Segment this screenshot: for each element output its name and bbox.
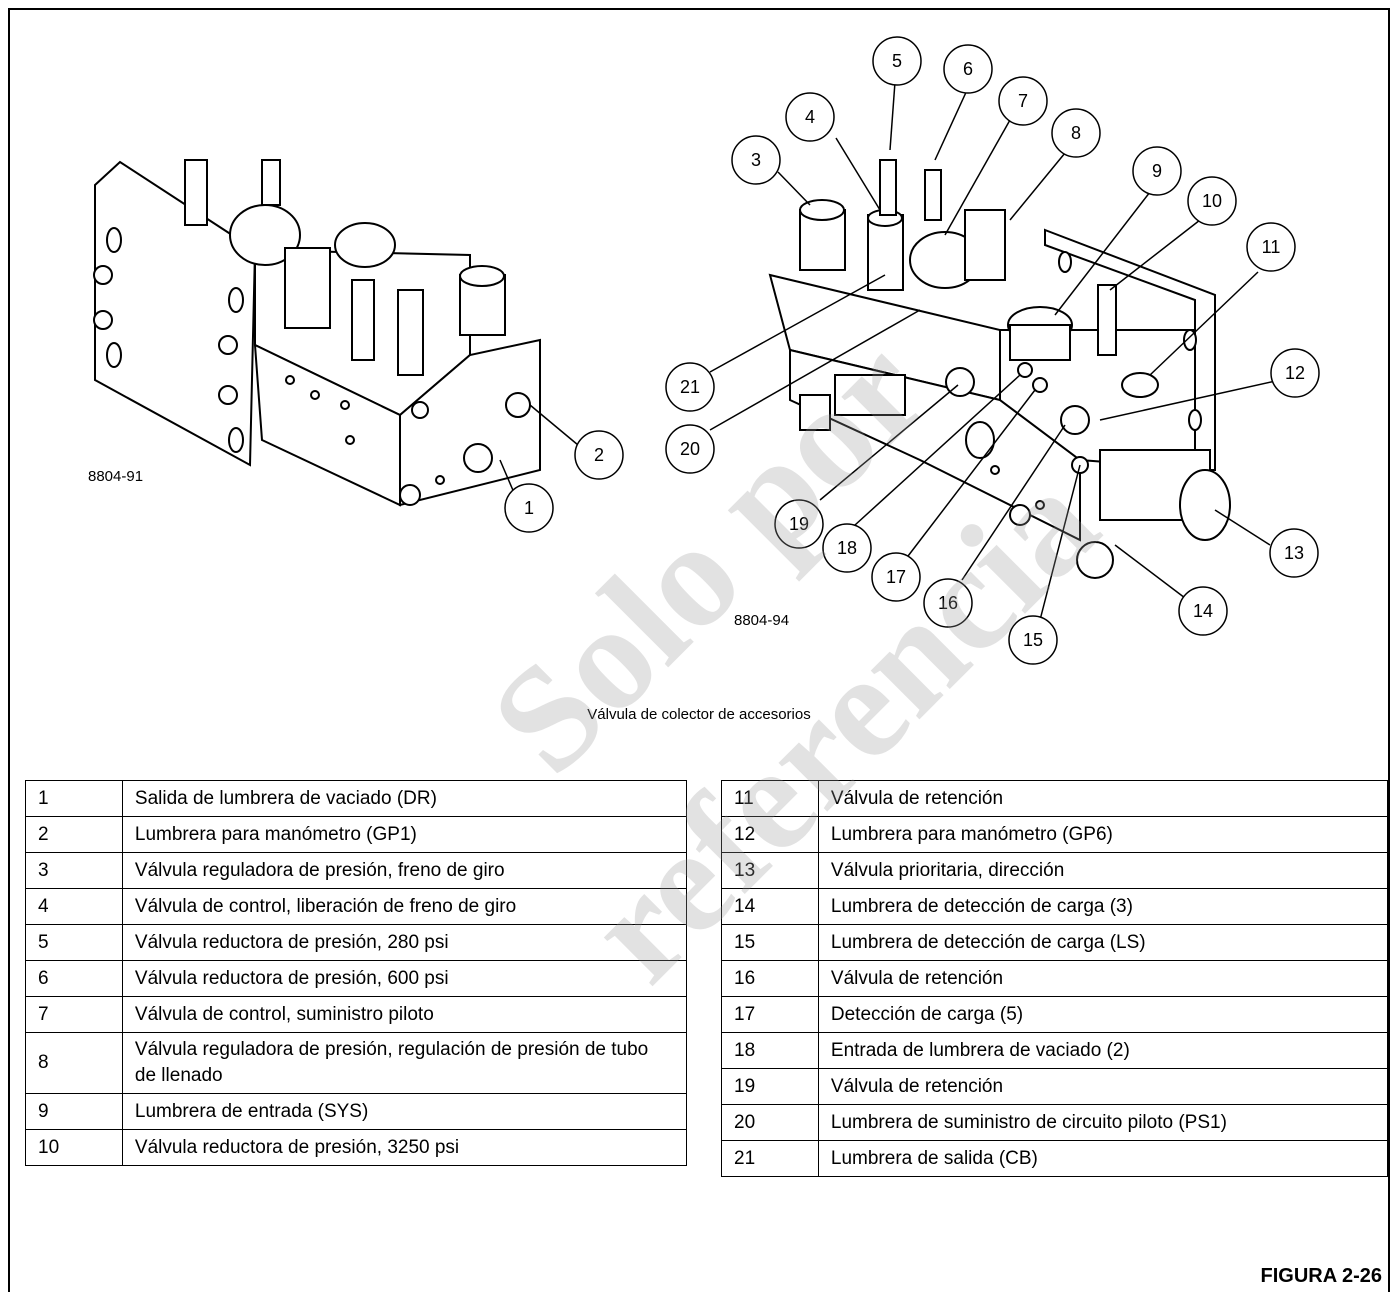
legend-number: 20 bbox=[721, 1104, 819, 1141]
legend-description: Válvula reguladora de presión, freno de … bbox=[121, 852, 688, 889]
legend-description: Lumbrera de suministro de circuito pilot… bbox=[817, 1104, 1389, 1141]
legend-description: Lumbrera de detección de carga (LS) bbox=[817, 924, 1389, 961]
callout-14: 14 bbox=[1193, 601, 1213, 621]
callout-18: 18 bbox=[837, 538, 857, 558]
legend-number: 6 bbox=[25, 960, 123, 997]
callout-6: 6 bbox=[963, 59, 973, 79]
legend-description: Lumbrera de entrada (SYS) bbox=[121, 1093, 688, 1130]
legend-number: 9 bbox=[25, 1093, 123, 1130]
legend-description: Válvula de control, suministro piloto bbox=[121, 996, 688, 1033]
callout-20: 20 bbox=[680, 439, 700, 459]
left-drawing-code: 8804-91 bbox=[88, 468, 144, 485]
callout-3: 3 bbox=[751, 150, 761, 170]
figure-caption: Válvula de colector de accesorios bbox=[587, 706, 811, 723]
callout-5: 5 bbox=[892, 51, 902, 71]
legend-number: 4 bbox=[25, 888, 123, 925]
callout-10: 10 bbox=[1202, 191, 1222, 211]
callout-16: 16 bbox=[938, 593, 958, 613]
legend-number: 16 bbox=[721, 960, 819, 997]
legend-number: 5 bbox=[25, 924, 123, 961]
legend-number: 15 bbox=[721, 924, 819, 961]
callout-8: 8 bbox=[1071, 123, 1081, 143]
legend-description: Detección de carga (5) bbox=[817, 996, 1389, 1033]
legend-number: 17 bbox=[721, 996, 819, 1033]
legend-number: 2 bbox=[25, 816, 123, 853]
legend-description: Válvula reductora de presión, 3250 psi bbox=[121, 1129, 688, 1166]
legend-description: Válvula de retención bbox=[817, 960, 1389, 997]
right-drawing-code: 8804-94 bbox=[734, 612, 790, 629]
callout-17: 17 bbox=[886, 567, 906, 587]
legend-number: 21 bbox=[721, 1140, 819, 1177]
legend-description: Válvula reductora de presión, 600 psi bbox=[121, 960, 688, 997]
legend-number: 10 bbox=[25, 1129, 123, 1166]
legend-number: 7 bbox=[25, 996, 123, 1033]
callout-19: 19 bbox=[789, 514, 809, 534]
manifold-illustration: 1 2 3 4 5 6 7 8 9 10 11 12 13 14 15 16 1… bbox=[93, 36, 1320, 665]
callout-2: 2 bbox=[594, 445, 604, 465]
legend-description: Entrada de lumbrera de vaciado (2) bbox=[817, 1032, 1389, 1069]
legend-description: Lumbrera para manómetro (GP6) bbox=[817, 816, 1389, 853]
legend-description: Válvula de retención bbox=[817, 1068, 1389, 1105]
legend-number: 19 bbox=[721, 1068, 819, 1105]
page-frame bbox=[8, 8, 1390, 1292]
right-manifold-drawing bbox=[768, 159, 1231, 579]
callout-11: 11 bbox=[1262, 237, 1281, 257]
legend-number: 18 bbox=[721, 1032, 819, 1069]
legend-number: 8 bbox=[25, 1032, 123, 1094]
legend-number: 14 bbox=[721, 888, 819, 925]
legend-number: 13 bbox=[721, 852, 819, 889]
legend-description: Válvula prioritaria, dirección bbox=[817, 852, 1389, 889]
legend-description: Válvula reductora de presión, 280 psi bbox=[121, 924, 688, 961]
legend-description: Válvula reguladora de presión, regulació… bbox=[121, 1032, 688, 1094]
legend-number: 3 bbox=[25, 852, 123, 889]
callout-21: 21 bbox=[680, 377, 700, 397]
callout-4: 4 bbox=[805, 107, 815, 127]
callout-1: 1 bbox=[524, 498, 534, 518]
left-manifold-drawing bbox=[93, 159, 541, 507]
callout-12: 12 bbox=[1285, 363, 1305, 383]
callout-7: 7 bbox=[1018, 91, 1028, 111]
legend-description: Válvula de control, liberación de freno … bbox=[121, 888, 688, 925]
legend-number: 1 bbox=[25, 780, 123, 817]
figure-label: FIGURA 2-26 bbox=[1260, 1265, 1382, 1287]
legend-description: Lumbrera de detección de carga (3) bbox=[817, 888, 1389, 925]
legend-description: Lumbrera de salida (CB) bbox=[817, 1140, 1389, 1177]
callout-13: 13 bbox=[1284, 543, 1304, 563]
callout-15: 15 bbox=[1023, 630, 1043, 650]
callout-9: 9 bbox=[1152, 161, 1162, 181]
legend-number: 12 bbox=[721, 816, 819, 853]
legend-description: Lumbrera para manómetro (GP1) bbox=[121, 816, 688, 853]
legend-description: Salida de lumbrera de vaciado (DR) bbox=[121, 780, 688, 817]
